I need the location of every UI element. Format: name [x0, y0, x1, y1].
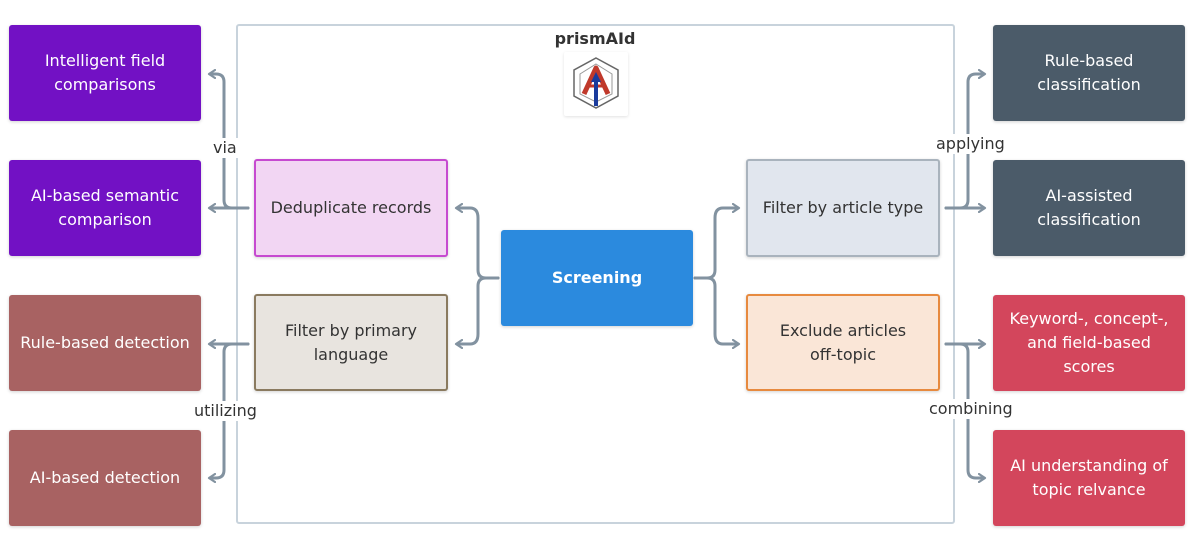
ai-based-detection-node: AI-based detection: [9, 430, 201, 526]
screening-node: Screening: [501, 230, 693, 326]
ai-semantic-comparison-node: AI-based semantic comparison: [9, 160, 201, 256]
filter-language-node: Filter by primary language: [254, 294, 448, 391]
edge-label-via: via: [211, 138, 239, 158]
diagram-title: prismAId: [554, 29, 636, 48]
prismaid-logo-icon: [564, 52, 628, 116]
intelligent-field-comparisons-node: Intelligent field comparisons: [9, 25, 201, 121]
prismaid-container: [236, 24, 955, 524]
rule-based-classification-node: Rule-based classification: [993, 25, 1185, 121]
edge-label-utilizing: utilizing: [192, 401, 259, 421]
filter-article-type-node: Filter by article type: [746, 159, 940, 257]
deduplicate-records-node: Deduplicate records: [254, 159, 448, 257]
rule-based-detection-node: Rule-based detection: [9, 295, 201, 391]
ai-topic-relevance-node: AI understanding of topic relvance: [993, 430, 1185, 526]
edge-label-combining: combining: [927, 399, 1015, 419]
exclude-off-topic-node: Exclude articles off-topic: [746, 294, 940, 391]
ai-assisted-classification-node: AI-assisted classification: [993, 160, 1185, 256]
edge-label-applying: applying: [934, 134, 1007, 154]
keyword-concept-scores-node: Keyword-, concept-, and field-based scor…: [993, 295, 1185, 391]
